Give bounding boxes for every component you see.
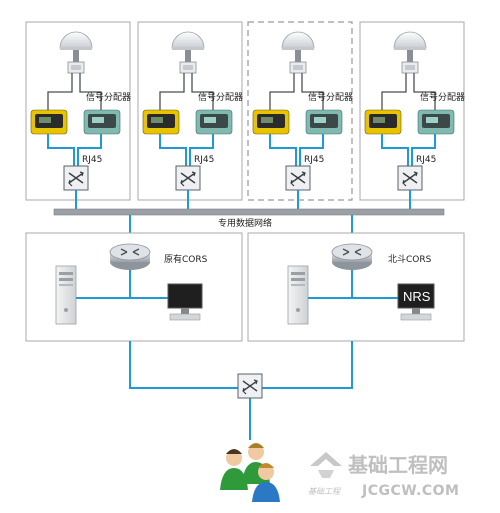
station-panel-3: 信号分配器 RJ45 (247, 21, 353, 211)
splitter-label-1: 信号分配器 (86, 91, 131, 103)
rj45-label-4: RJ45 (416, 155, 436, 165)
station-panel-1: 信号分配器 RJ45 (25, 21, 131, 211)
beidou-server-icon (287, 265, 309, 325)
watermark-logo-icon (310, 452, 342, 478)
legacy-cors-label: 原有CORS (164, 253, 208, 265)
legacy-server-icon (55, 265, 77, 325)
legacy-cors-center: 原有CORS (25, 232, 243, 342)
beidou-cors-center: 北斗CORS NRS (247, 232, 465, 342)
users-icon (220, 443, 280, 502)
rj45-label-3: RJ45 (304, 155, 324, 165)
station-panel-2: 信号分配器 RJ45 (137, 21, 243, 211)
private-data-network: 专用数据网络 (53, 208, 445, 250)
legacy-monitor-icon (167, 283, 203, 321)
rj45-label-2: RJ45 (194, 155, 214, 165)
rj45-label-1: RJ45 (82, 155, 102, 165)
watermark-chinese: 基础工程网 (348, 453, 448, 477)
legacy-router-icon (109, 243, 151, 271)
nrs-monitor-icon: NRS (397, 283, 435, 321)
station-panel-4: 信号分配器 RJ45 (359, 21, 465, 211)
network-bus (53, 208, 445, 216)
beidou-router-icon (331, 243, 373, 271)
watermark: 基础工程网 基础工程 JCGCW.COM (308, 452, 459, 499)
beidou-cors-label: 北斗CORS (388, 254, 432, 265)
splitter-label-3: 信号分配器 (308, 91, 353, 103)
watermark-signature: 基础工程 (308, 487, 341, 496)
user-access-links (129, 341, 353, 440)
splitter-label-2: 信号分配器 (198, 91, 243, 103)
splitter-label-4: 信号分配器 (420, 91, 465, 103)
nrs-label: NRS (403, 289, 431, 304)
watermark-domain: JCGCW.COM (361, 483, 459, 499)
central-switch-icon (237, 373, 263, 399)
network-bus-label: 专用数据网络 (218, 217, 272, 229)
